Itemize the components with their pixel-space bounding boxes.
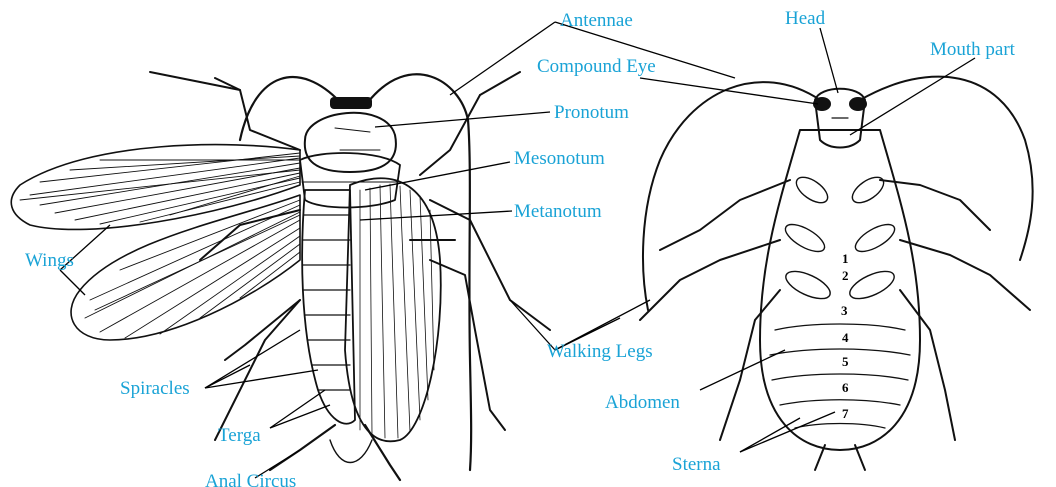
label-compound-eye: Compound Eye	[537, 56, 656, 77]
ventral-legs	[640, 180, 1030, 440]
sternum-number-5: 5	[842, 354, 849, 369]
ventral-cerci	[815, 445, 865, 470]
leader-lines	[60, 22, 975, 478]
labels: Antennae Compound Eye Pronotum Mesonotum…	[25, 8, 1016, 487]
label-walking-legs: Walking Legs	[547, 341, 653, 362]
sternum-number-1: 1	[842, 251, 849, 266]
ventral-antennae	[643, 77, 1033, 310]
label-wings: Wings	[25, 250, 74, 271]
label-sterna: Sterna	[672, 454, 721, 475]
ventral-head	[813, 89, 867, 148]
label-head: Head	[785, 8, 826, 29]
label-metanotum: Metanotum	[514, 201, 602, 222]
sternum-number-7: 7	[842, 406, 849, 421]
dorsal-pronotum	[305, 113, 396, 172]
ventral-view: 1 2 3 4 5 6 7	[640, 77, 1033, 470]
label-mesonotum: Mesonotum	[514, 148, 605, 169]
sternum-number-6: 6	[842, 380, 849, 395]
label-mouth-part: Mouth part	[930, 39, 1016, 60]
sternum-number-3: 3	[841, 303, 848, 318]
label-terga: Terga	[218, 425, 261, 446]
label-anal-circus: Anal Circus	[205, 471, 296, 487]
label-pronotum: Pronotum	[554, 102, 629, 123]
sternum-number-4: 4	[842, 330, 849, 345]
sternum-number-2: 2	[842, 268, 849, 283]
dorsal-head	[330, 97, 372, 109]
ventral-body: 1 2 3 4 5 6 7	[760, 130, 920, 450]
label-spiracles: Spiracles	[120, 378, 190, 399]
dorsal-view	[11, 72, 550, 480]
label-antennae: Antennae	[560, 10, 633, 31]
label-abdomen: Abdomen	[605, 392, 680, 413]
